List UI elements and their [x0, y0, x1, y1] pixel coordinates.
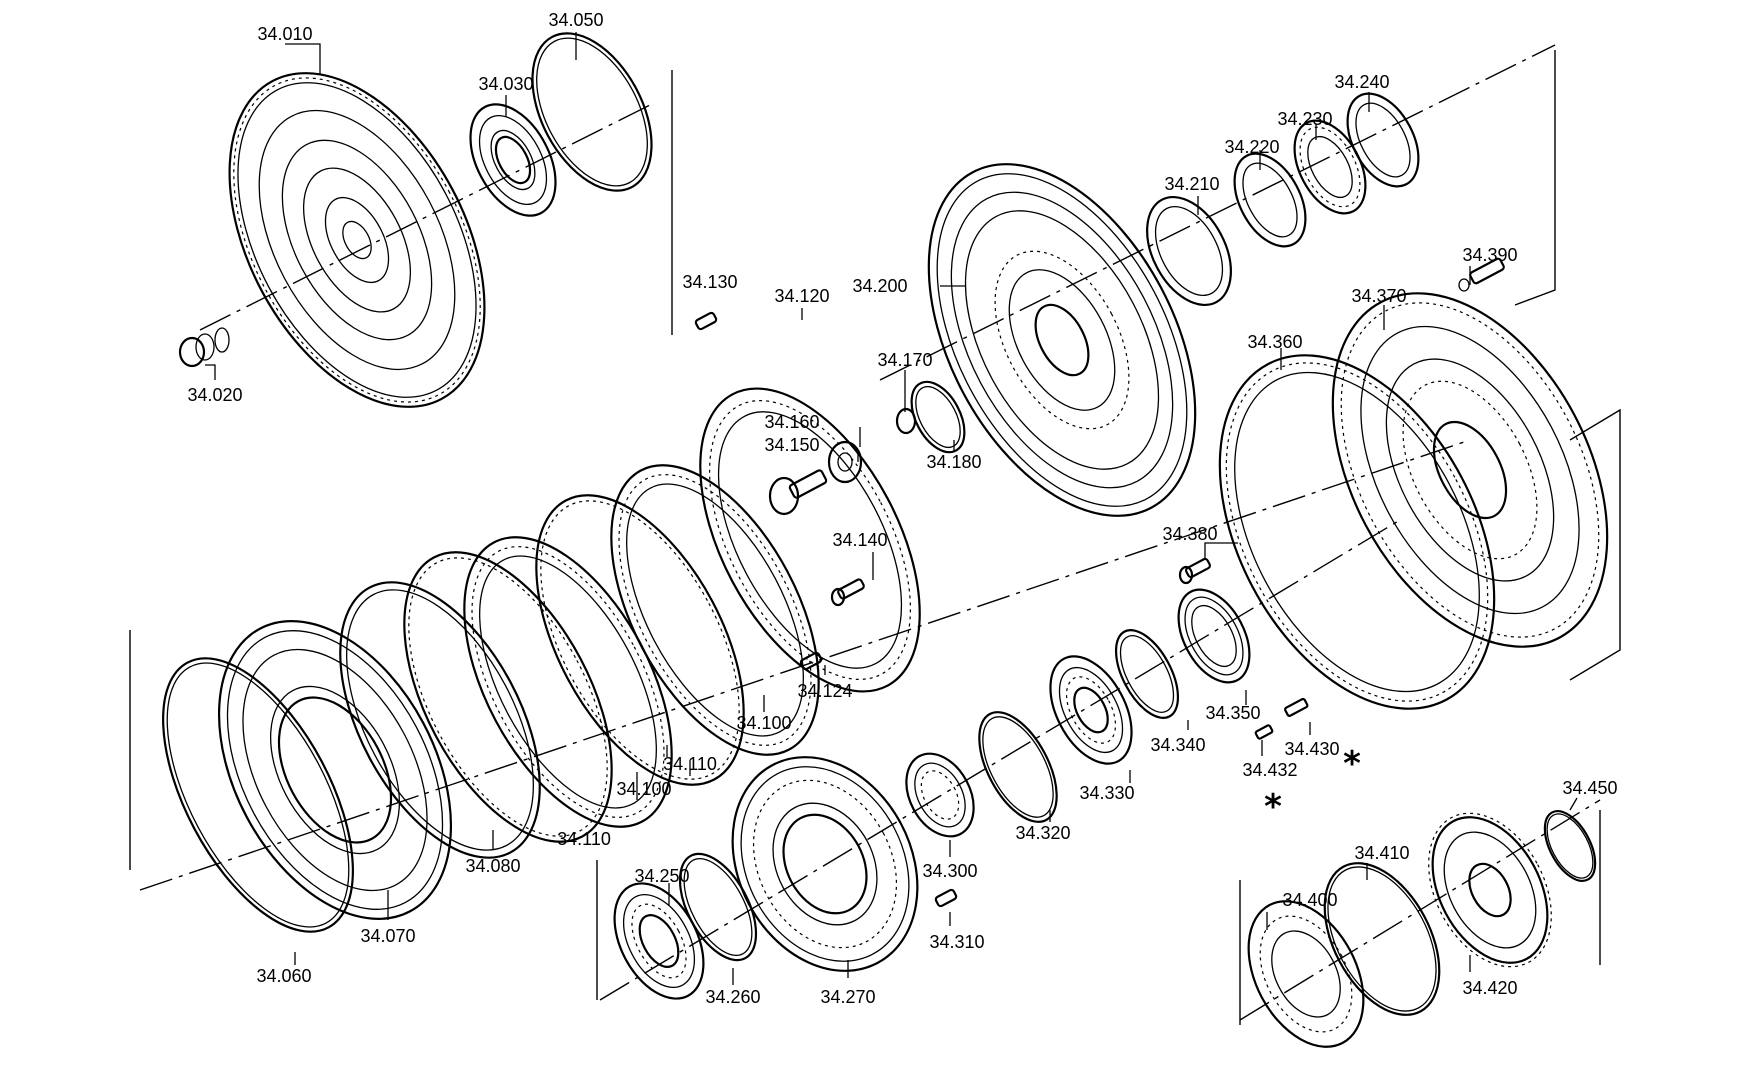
label-34110a: 34.110 [557, 829, 611, 849]
ring-34340-part [1114, 629, 1180, 719]
plug-screw-part [178, 327, 230, 368]
pin-34310-part [934, 888, 958, 908]
label-34390: 34.390 [1462, 245, 1517, 265]
label-34180: 34.180 [926, 452, 981, 472]
inner-disc-34100a-part [463, 536, 673, 828]
frame-bracket-top-right [1514, 50, 1556, 306]
torque-converter-34200-part [927, 163, 1197, 517]
label-34400: 34.400 [1282, 890, 1337, 910]
part-labels: 34.010 34.020 34.030 34.050 34.060 34.07… [187, 10, 1617, 1007]
ring-34450-part [1543, 810, 1597, 882]
label-34110b: 34.110 [663, 754, 717, 774]
axis-line-upper-right [879, 44, 1556, 381]
label-34260: 34.260 [705, 987, 760, 1007]
axis-line-upper-left [199, 104, 651, 331]
ball-bearing-34330-part [1049, 655, 1133, 765]
label-34100b: 34.100 [736, 713, 791, 733]
ring-34180-part [910, 380, 966, 454]
pin-34130-part [694, 311, 718, 331]
ball-bearing-34030-part [469, 103, 557, 217]
hub-34300-part [905, 752, 975, 838]
label-34330: 34.330 [1079, 783, 1134, 803]
stator-34270-part [731, 756, 919, 972]
label-34010: 34.010 [257, 24, 312, 44]
label-34410: 34.410 [1354, 843, 1409, 863]
label-34160: 34.160 [764, 412, 819, 432]
label-34270: 34.270 [820, 987, 875, 1007]
leader-lines [205, 32, 1578, 985]
label-34430: 34.430 [1284, 739, 1339, 759]
inner-disc-34100b-part [610, 464, 820, 756]
label-34120: 34.120 [774, 286, 829, 306]
label-34020: 34.020 [187, 385, 242, 405]
piston-34070-part [217, 620, 453, 920]
frame-bracket-mid-right [1569, 408, 1621, 681]
ring-34320-part [978, 711, 1058, 823]
label-34220: 34.220 [1224, 137, 1279, 157]
label-34340: 34.340 [1150, 735, 1205, 755]
screw-34390-part [1458, 257, 1505, 292]
label-34230: 34.230 [1277, 109, 1332, 129]
label-34030: 34.030 [478, 74, 533, 94]
thrust-washer-34210-part [1146, 195, 1232, 307]
shim-34430-part [1284, 697, 1309, 717]
label-34380: 34.380 [1162, 524, 1217, 544]
washer-34160-part [827, 440, 863, 484]
ball-bearing-34250-part [613, 882, 705, 1000]
pin-34124-part [799, 651, 823, 671]
axis-line-middle [139, 439, 1471, 891]
screw-34150-part [768, 469, 828, 516]
label-34060: 34.060 [256, 966, 311, 986]
plate-34400-part [1247, 900, 1365, 1048]
seal-ring-34060-part [162, 657, 354, 933]
label-34320: 34.320 [1015, 823, 1070, 843]
label-34200: 34.200 [852, 276, 907, 296]
thrust-washer-34220-part [1233, 152, 1307, 248]
outer-disc-34110a-part [403, 551, 613, 843]
label-34432: 34.432 [1242, 760, 1297, 780]
label-34210: 34.210 [1164, 174, 1219, 194]
label-34124: 34.124 [797, 681, 852, 701]
pin-34432-part [1254, 724, 1274, 740]
o-ring-34050-part [531, 32, 653, 192]
label-34350: 34.350 [1205, 703, 1260, 723]
label-34100a: 34.100 [616, 779, 671, 799]
label-34130: 34.130 [682, 272, 737, 292]
asterisk-marker-b: * [1264, 787, 1282, 827]
label-34450: 34.450 [1562, 778, 1617, 798]
label-34360: 34.360 [1247, 332, 1302, 352]
label-34150: 34.150 [764, 435, 819, 455]
gear-hub-34420-part [1428, 812, 1552, 968]
label-34050: 34.050 [548, 10, 603, 30]
label-34140: 34.140 [832, 530, 887, 550]
label-34170: 34.170 [877, 350, 932, 370]
label-34070: 34.070 [360, 926, 415, 946]
o-ring-34410-part [1323, 862, 1441, 1016]
label-34080: 34.080 [465, 856, 520, 876]
asterisk-marker-a: * [1343, 744, 1361, 784]
label-34420: 34.420 [1462, 978, 1517, 998]
pump-housing-34370-part [1331, 292, 1609, 648]
screw-34140-part [830, 578, 865, 607]
screw-34380-part [1178, 557, 1211, 585]
end-plate-34120-part [699, 387, 921, 693]
gasket-34360-part [1218, 354, 1496, 710]
label-34370: 34.370 [1351, 286, 1406, 306]
label-34250: 34.250 [634, 866, 689, 886]
outer-disc-34110b-part [535, 494, 745, 786]
label-34240: 34.240 [1334, 72, 1389, 92]
snap-ring-34080-part [339, 581, 541, 859]
seal-34350-part [1177, 588, 1251, 684]
label-34300: 34.300 [922, 861, 977, 881]
label-34310: 34.310 [929, 932, 984, 952]
thrust-washer-34240-part [1346, 92, 1420, 188]
